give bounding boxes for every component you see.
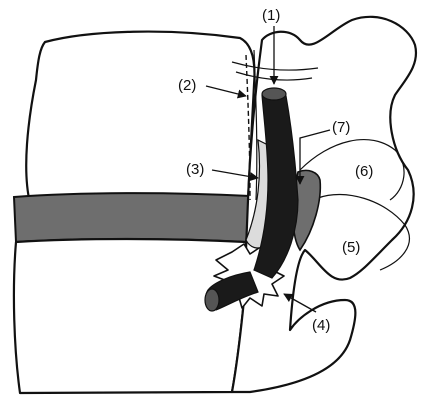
exiting-nerve-root-end [205, 289, 219, 311]
label-3: (3) [186, 161, 204, 178]
lower-vertebral-body [14, 239, 246, 393]
label-1: (1) [262, 7, 280, 24]
label-4: (4) [312, 317, 330, 334]
nerve-root-top [262, 88, 286, 100]
label-7: (7) [332, 119, 350, 136]
intervertebral-disc [14, 193, 250, 242]
upper-vertebral-body [26, 32, 254, 203]
label-2: (2) [178, 77, 196, 94]
label-6: (6) [355, 163, 373, 180]
label-5: (5) [342, 239, 360, 256]
